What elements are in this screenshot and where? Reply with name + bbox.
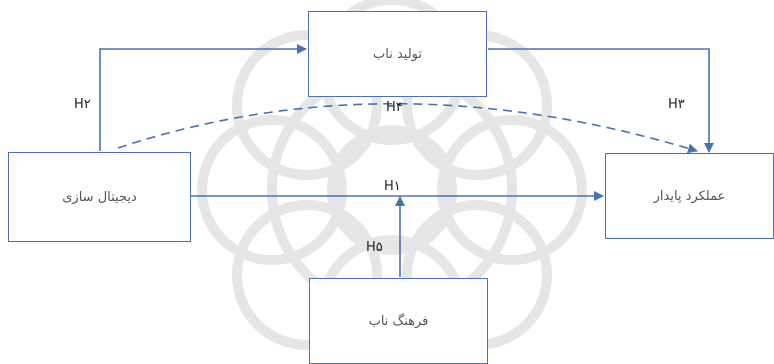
node-sustainable-performance-label: عملکرد پایدار [653, 188, 726, 204]
label-h1: H۱ [384, 179, 401, 194]
label-h5: H۵ [366, 240, 383, 255]
label-h4: H۴ [386, 100, 403, 115]
node-lean-production-label: تولید ناب [373, 46, 422, 62]
label-h3: H۳ [668, 97, 685, 112]
node-sustainable-performance: عملکرد پایدار [605, 153, 774, 239]
arrow-h4 [117, 102, 698, 154]
node-lean-culture-label: فرهنگ ناب [368, 313, 429, 329]
arrow-h3 [488, 48, 714, 153]
arrow-h2 [99, 44, 307, 151]
node-lean-production: تولید ناب [308, 11, 487, 97]
node-digitalization-label: دیجیتال سازی [62, 189, 137, 205]
label-h2: H۲ [74, 97, 91, 112]
node-lean-culture: فرهنگ ناب [309, 278, 488, 364]
node-digitalization: دیجیتال سازی [8, 152, 191, 242]
